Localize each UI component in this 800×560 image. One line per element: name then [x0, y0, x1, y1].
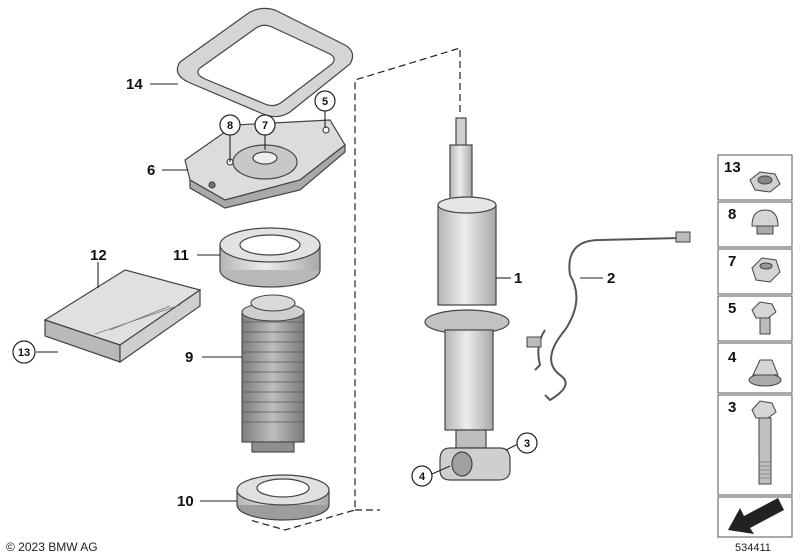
callout-12: 12: [90, 247, 107, 264]
side-label-13: 13: [724, 159, 741, 176]
side-label-7: 7: [728, 253, 736, 270]
side-label-4: 4: [728, 349, 737, 366]
part-9-bellows: [241, 294, 305, 453]
nut-7-icon: [751, 257, 781, 283]
leader-lines: [36, 83, 603, 502]
nut-13-icon: [749, 171, 781, 193]
side-label-8: 8: [728, 206, 736, 223]
callout-6: 6: [147, 162, 155, 179]
callout-circle-4: 4: [411, 465, 433, 487]
bolt-5-icon: [751, 301, 777, 335]
part-11-bearing: [219, 227, 321, 288]
callout-9: 9: [185, 349, 193, 366]
direction-arrow-icon: [728, 498, 784, 534]
image-id: 534411: [735, 542, 771, 554]
part-14-frame: [176, 7, 354, 118]
bolt-3-icon: [751, 400, 777, 485]
callout-1: 1: [514, 270, 522, 287]
cap-nut-8-icon: [751, 209, 779, 235]
svg-text:4: 4: [419, 471, 426, 483]
callout-14: 14: [126, 76, 143, 93]
part-10-lower-seat: [236, 474, 330, 521]
side-label-3: 3: [728, 399, 736, 416]
callout-circle-3: 3: [516, 432, 538, 454]
callout-11: 11: [173, 247, 189, 264]
svg-text:8: 8: [227, 120, 233, 132]
svg-text:7: 7: [262, 120, 268, 132]
svg-text:3: 3: [524, 438, 530, 450]
part-1-shock-absorber: [424, 117, 511, 481]
copyright-text: © 2023 BMW AG: [6, 540, 98, 554]
svg-text:5: 5: [322, 96, 328, 108]
part-12-control-unit: [43, 269, 202, 364]
svg-text:13: 13: [18, 347, 30, 359]
callout-10: 10: [177, 493, 194, 510]
callout-circle-13: 13: [12, 340, 36, 364]
callout-circle-5: 5: [314, 90, 336, 112]
assembly-dashed-line: [249, 47, 461, 531]
callout-circle-8: 8: [219, 114, 241, 136]
callout-circle-7: 7: [254, 114, 276, 136]
flange-nut-4-icon: [748, 359, 782, 387]
part-2-sensor-cable: [526, 231, 691, 402]
side-label-5: 5: [728, 300, 736, 317]
callout-2: 2: [607, 270, 615, 287]
